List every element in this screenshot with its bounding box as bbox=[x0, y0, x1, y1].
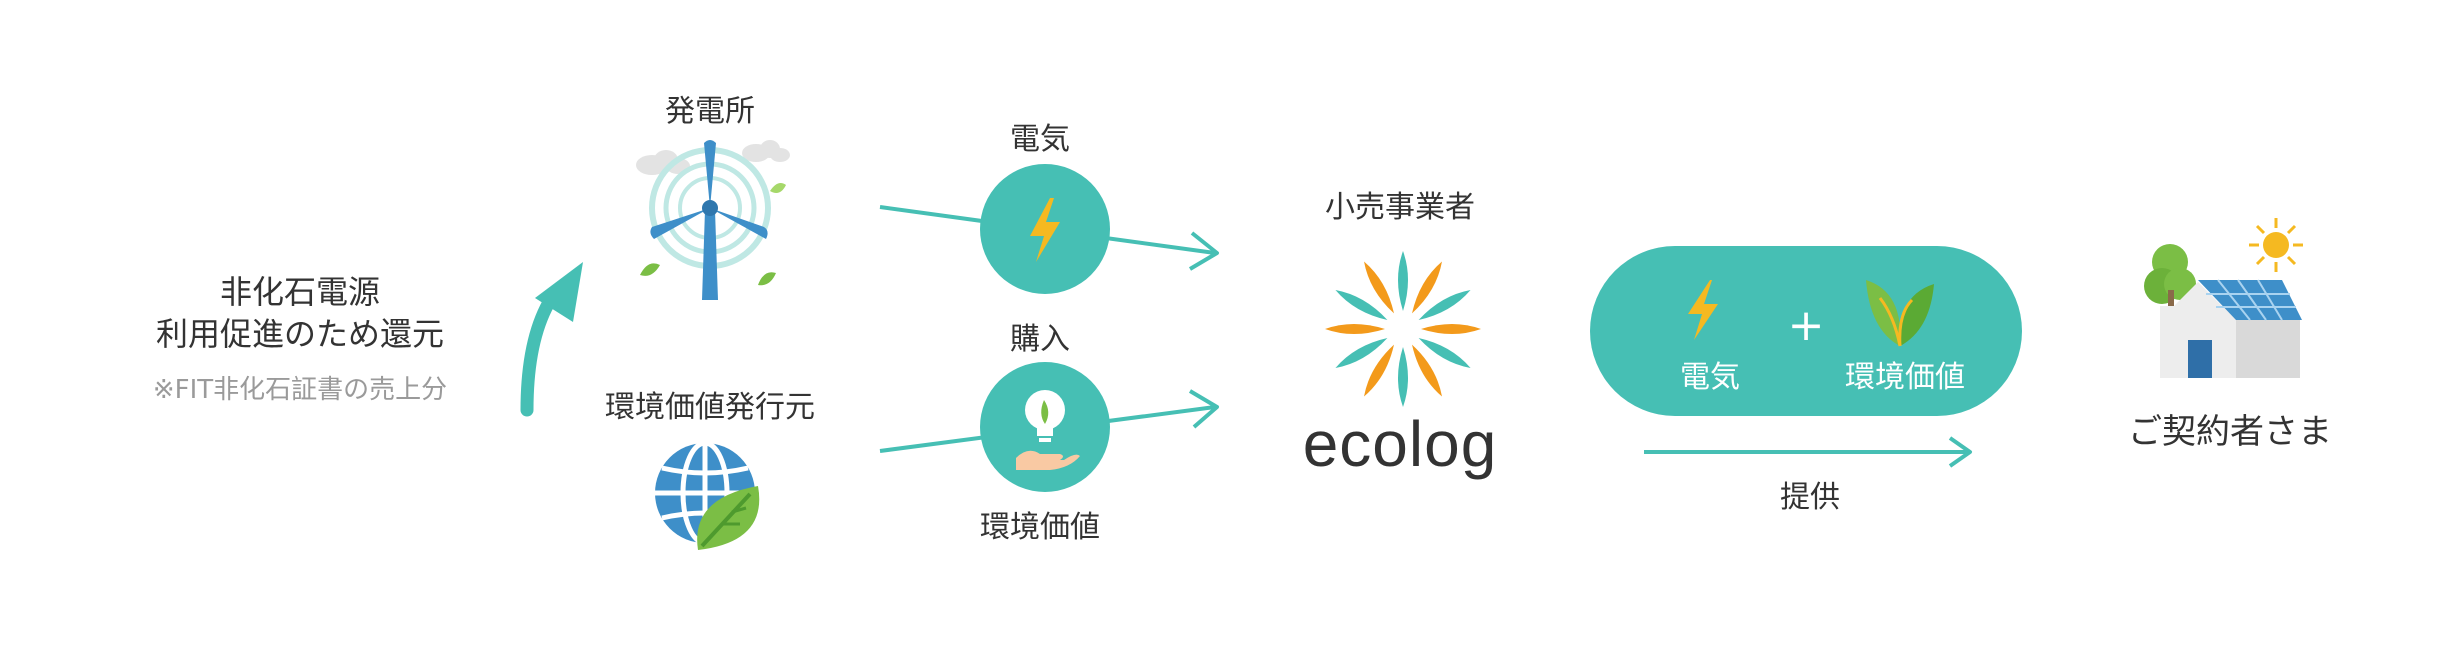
purchase-label: 購入 bbox=[1010, 322, 1070, 357]
bundle-leaf-icon bbox=[1866, 280, 1934, 347]
bundle-environmental-value-label: 環境価値 bbox=[1845, 360, 1965, 395]
electricity-label: 電気 bbox=[1010, 122, 1070, 157]
bundle-lightning-icon bbox=[1688, 280, 1718, 340]
return-text-line1: 非化石電源 bbox=[219, 273, 380, 311]
bulb-hand-icon bbox=[1016, 390, 1080, 470]
bundle-pill bbox=[1590, 246, 2022, 416]
bundle-plus: + bbox=[1787, 300, 1825, 351]
ecolog-logo-mark bbox=[1325, 251, 1481, 407]
environmental-value-label: 環境価値 bbox=[980, 510, 1100, 545]
house-solar-icon bbox=[2144, 218, 2303, 378]
power-plant-label: 発電所 bbox=[665, 94, 755, 129]
provide-label: 提供 bbox=[1780, 480, 1840, 515]
return-note: ※FIT非化石証書の売上分 bbox=[152, 375, 448, 405]
environmental-value-circle bbox=[980, 362, 1110, 492]
bundle-electricity-label: 電気 bbox=[1680, 360, 1740, 395]
retailer-label: 小売事業者 bbox=[1325, 190, 1475, 225]
return-text-line2: 利用促進のため還元 bbox=[155, 315, 444, 353]
wind-turbine-icon bbox=[636, 140, 790, 300]
globe-leaf-icon bbox=[655, 440, 760, 550]
issuer-label: 環境価値発行元 bbox=[605, 390, 815, 425]
return-curved-arrow bbox=[520, 262, 583, 417]
customer-label: ご契約者さま bbox=[2128, 412, 2332, 452]
ecolog-wordmark: ecolog bbox=[1302, 408, 1498, 480]
electricity-circle bbox=[980, 164, 1110, 294]
lightning-icon bbox=[1030, 198, 1060, 262]
provide-arrow bbox=[1644, 436, 1972, 468]
